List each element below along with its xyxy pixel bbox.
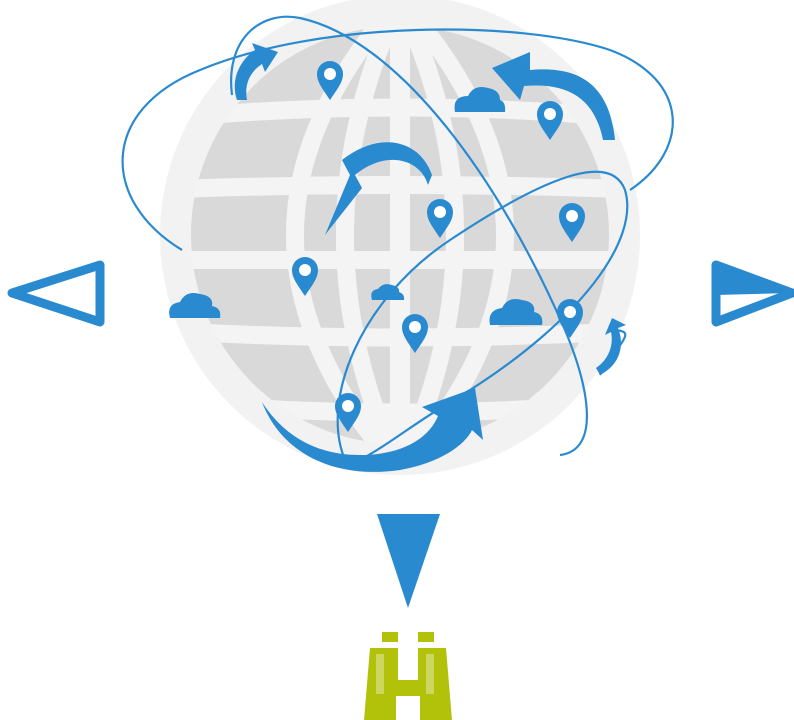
map-pins [292, 61, 585, 432]
orbit-line [121, 28, 674, 251]
map-pin-icon [317, 61, 343, 100]
map-pin-icon [557, 299, 583, 338]
curved-arrow-icon [325, 142, 432, 235]
map-pin-icon [559, 203, 585, 242]
triangle-down-icon [377, 514, 440, 608]
cloud-icon [371, 284, 405, 300]
curved-arrow-icon [234, 43, 278, 100]
map-pin-icon [427, 199, 453, 238]
orbit-line [230, 15, 588, 457]
map-pin-icon [537, 101, 563, 140]
curved-arrow-icon [596, 318, 626, 375]
map-pin-icon [292, 257, 318, 296]
triangle-right-icon [711, 260, 794, 327]
cloud-icon [454, 87, 506, 112]
clouds [169, 87, 543, 325]
curved-arrow-icon [262, 388, 483, 472]
cloud-icon [169, 293, 221, 318]
curved-arrows [234, 43, 626, 472]
triangle-left-icon [7, 260, 105, 327]
curved-arrow-icon [492, 52, 615, 140]
binoculars-icon [364, 632, 452, 720]
map-pin-icon [402, 314, 428, 353]
cloud-icon [489, 299, 543, 325]
map-pin-icon [335, 393, 361, 432]
